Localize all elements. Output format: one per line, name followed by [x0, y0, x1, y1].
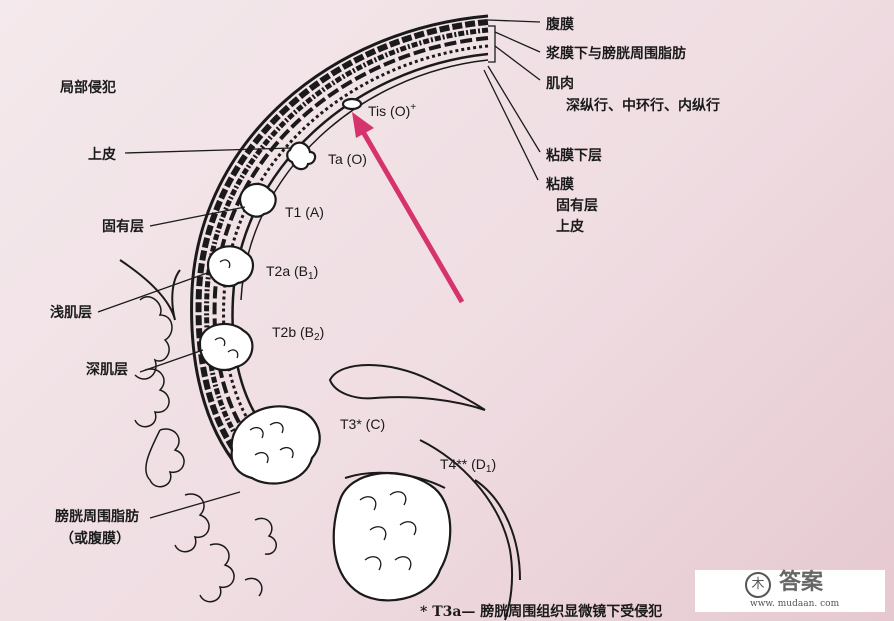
label-muscle-layers: 深纵行、中环行、内纵行 — [566, 97, 720, 114]
label-muscle: 肌肉 — [546, 75, 574, 92]
label-submucosa: 粘膜下层 — [546, 147, 602, 164]
stage-t3: T3* (C) — [340, 416, 385, 432]
stage-tis: Tis (O)+ — [368, 102, 416, 119]
stage-t2b: T2b (B2) — [272, 324, 324, 343]
label-local-invasion: 局部侵犯 — [60, 79, 116, 96]
watermark: 木 答案 www. mudaan. com — [695, 570, 885, 612]
label-mucosa-lamina: 固有层 — [556, 197, 598, 214]
label-mucosa-epithelium: 上皮 — [556, 218, 584, 235]
watermark-logo-icon: 木 — [745, 572, 771, 598]
watermark-brand: 答案 — [779, 570, 824, 595]
pointer-arrow-icon — [352, 112, 465, 304]
label-subserosa: 浆膜下与膀胱周围脂肪 — [546, 45, 686, 62]
label-lamina-propria: 固有层 — [102, 218, 144, 235]
watermark-url: www. mudaan. com — [750, 599, 840, 609]
perivesical-fat — [134, 295, 277, 603]
tumors — [198, 97, 452, 602]
label-deep-muscle: 深肌层 — [86, 361, 128, 378]
adjacent-structures — [328, 364, 521, 621]
label-epithelium: 上皮 — [88, 146, 116, 163]
label-superficial-muscle: 浅肌层 — [50, 304, 92, 321]
label-mucosa: 粘膜 — [546, 176, 574, 193]
leader-lines — [97, 19, 541, 519]
stage-ta: Ta (O) — [328, 151, 367, 167]
label-peritoneum: 腹膜 — [546, 16, 574, 33]
footnote: * T3a— 膀胱周围组织显微镜下受侵犯 — [420, 603, 662, 620]
bladder-wall — [119, 14, 489, 477]
tumor-texture — [214, 259, 417, 571]
stage-t2a: T2a (B1) — [266, 263, 318, 282]
stage-t4: T4** (D1) — [440, 456, 496, 475]
stage-t1: T1 (A) — [285, 204, 324, 220]
label-perivesical-fat: 膀胱周围脂肪 — [54, 508, 139, 525]
label-or-peritoneum: （或腹膜） — [60, 530, 130, 547]
